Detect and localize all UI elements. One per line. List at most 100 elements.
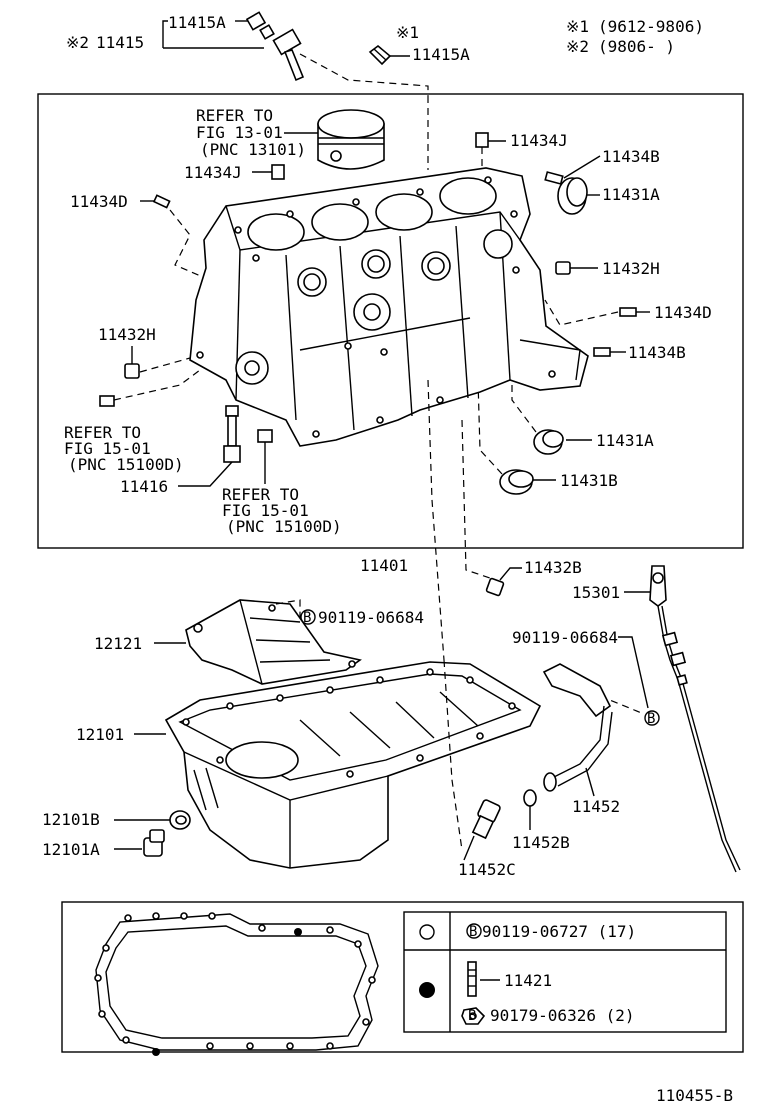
label-12101: 12101	[76, 725, 124, 744]
refer1-line2: FIG 13-01	[196, 123, 283, 142]
label-11452C: 11452C	[458, 860, 516, 879]
pin-11434D-2-icon	[619, 307, 637, 317]
note1-text: (9612-9806)	[598, 17, 704, 36]
dash-11432H-2	[139, 357, 191, 373]
dipstick-icon	[649, 565, 741, 873]
legend-table	[403, 911, 727, 1033]
oil-baffle-plate-icon	[185, 599, 362, 685]
plug-11432B-icon	[485, 577, 505, 597]
b-mark-3-text: B	[469, 924, 477, 940]
label-11432B: 11432B	[524, 558, 582, 577]
dash-strainer-bolt	[599, 695, 645, 715]
label-11434J-1: 11434J	[510, 131, 568, 150]
bottom-frame	[61, 901, 744, 1053]
dash-11431B	[477, 379, 503, 475]
dowel-11434J-2-icon	[271, 164, 285, 180]
oil-pressure-switch-icon	[245, 11, 305, 82]
refer2-line1: REFER TO	[64, 423, 141, 442]
label-15301: 15301	[572, 583, 620, 602]
leader-11452C	[463, 835, 475, 861]
dash-11434D-2	[544, 299, 619, 326]
label-11416: 11416	[120, 477, 168, 496]
pin-refer3-icon	[257, 429, 273, 443]
expansion-plug-11431B-icon	[499, 469, 534, 495]
label-11431A-1: 11431A	[602, 185, 660, 204]
label-11434B-2: 11434B	[628, 343, 686, 362]
open-circle-icon	[419, 924, 435, 940]
filled-circle-icon	[419, 982, 435, 998]
note1-mark: ※1	[566, 17, 589, 36]
refer3-line2: FIG 15-01	[222, 501, 309, 520]
plug-11432H-1-icon	[555, 261, 571, 275]
drain-plug-11452C-icon	[471, 799, 501, 840]
dash-11432B	[461, 419, 491, 579]
label-90119-06684-a: 90119-06684	[318, 608, 424, 627]
bracket-11415	[162, 20, 168, 48]
refer1-line3: (PNC 13101)	[200, 140, 306, 159]
pin-11434B-1-icon	[544, 171, 564, 185]
gasket-11452B-icon	[523, 789, 537, 807]
block-frame	[37, 93, 744, 549]
cylinder-block-icon	[189, 167, 589, 447]
label-11432H-1: 11432H	[602, 259, 660, 278]
leader-11434B-1	[563, 155, 601, 179]
pin-11434D-1-icon	[152, 194, 171, 209]
refer3-line1: REFER TO	[222, 485, 299, 504]
legend-row1-part: 90119-06727 (17)	[482, 922, 636, 941]
label-11431A-2: 11431A	[596, 431, 654, 450]
b-mark-4-text: B	[468, 1008, 476, 1024]
dowel-11434J-1-icon	[475, 132, 489, 148]
leader-90119-06684-b	[618, 636, 649, 709]
label-11431B: 11431B	[560, 471, 618, 490]
figure-id: 110455-B	[656, 1086, 733, 1105]
b-mark-2-text: B	[647, 711, 655, 727]
label-90119-06684-b: 90119-06684	[512, 628, 618, 647]
b-mark-2	[644, 710, 660, 726]
label-11415-mark: ※2	[66, 33, 89, 52]
dash-refer2	[113, 369, 201, 401]
b-mark-1-text: B	[303, 610, 311, 626]
refer2-line2: FIG 15-01	[64, 439, 151, 458]
dash-11452C	[443, 659, 463, 851]
expansion-plug-11431A-1-icon	[557, 177, 588, 215]
note2-mark: ※2	[566, 37, 589, 56]
label-11452B: 11452B	[512, 833, 570, 852]
pin-11434B-2-icon	[593, 347, 611, 357]
leader-11432B	[499, 567, 522, 581]
leader-11416	[178, 461, 233, 487]
refer2-line3: (PNC 15100D)	[68, 455, 184, 474]
label-11401: 11401	[360, 556, 408, 575]
b-mark-3	[466, 923, 482, 939]
pin-refer2-icon	[99, 395, 115, 407]
label-11415A-mark: ※1	[396, 23, 419, 42]
nut-90179-icon	[461, 1007, 486, 1025]
refer1-line1: REFER TO	[196, 106, 273, 125]
plug-11415A-icon	[368, 44, 392, 66]
label-11432H-2: 11432H	[98, 325, 156, 344]
label-11434J-2: 11434J	[184, 163, 242, 182]
expansion-plug-11431A-2-icon	[533, 429, 564, 455]
dash-block-oilpan	[427, 379, 445, 661]
piston-icon	[317, 109, 385, 170]
dash-11434D-1	[169, 209, 211, 281]
stud-11416-icon	[223, 405, 241, 463]
label-12121: 12121	[94, 634, 142, 653]
label-12101A: 12101A	[42, 840, 100, 859]
oil-pan-gasket-outline-icon	[94, 912, 379, 1056]
drain-plug-12101A-icon	[143, 829, 165, 857]
b-mark-1	[300, 609, 316, 625]
oil-pan-icon	[164, 661, 542, 869]
label-11434D-2: 11434D	[654, 303, 712, 322]
gasket-12101B-icon	[169, 810, 191, 830]
leader-11452	[585, 767, 595, 797]
dash-12121	[275, 599, 301, 618]
label-11415A-2: 11415A	[412, 45, 470, 64]
stud-11421-icon	[467, 961, 477, 997]
oil-strainer-icon	[542, 663, 613, 792]
refer3-line3: (PNC 15100D)	[226, 517, 342, 536]
label-11434B-1: 11434B	[602, 147, 660, 166]
label-11415: 11415	[96, 33, 144, 52]
label-11434D-1: 11434D	[70, 192, 128, 211]
